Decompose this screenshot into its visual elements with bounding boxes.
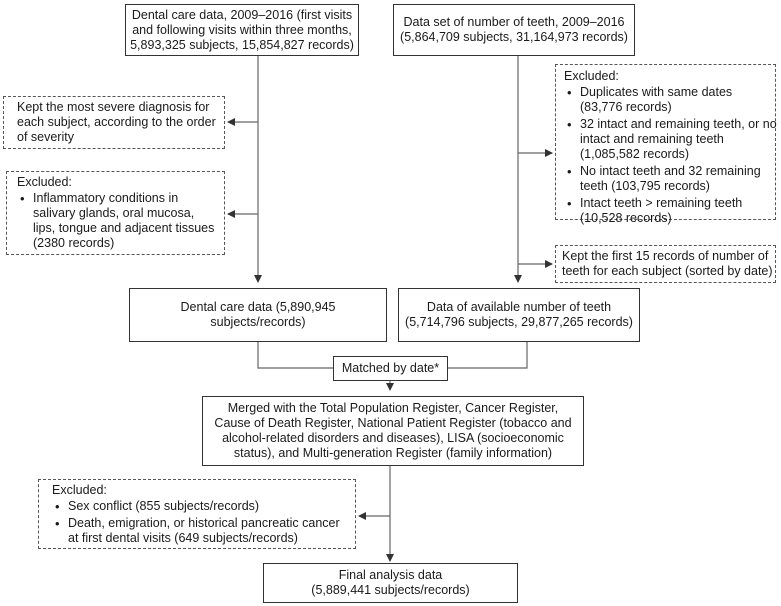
excluded-header: Excluded: [564, 69, 619, 83]
excluded-teeth-box: Excluded: Duplicates with same dates (83… [555, 64, 777, 225]
item-text-line: (1,085,582 records) [580, 147, 690, 161]
box-text-line: and following visits within three months… [132, 22, 352, 37]
list-item: Death, emigration, or historical pancrea… [55, 516, 349, 546]
item-text-line: Inflammatory conditions in [33, 191, 179, 205]
list-item: Duplicates with same dates (83,776 recor… [567, 85, 769, 115]
box-text-line: Merged with the Total Population Registe… [227, 401, 559, 415]
box-text-line: of severity [17, 130, 74, 144]
line-dental-result-to-matched [257, 341, 333, 369]
box-text-line: Kept the first 15 records of number of [562, 249, 769, 263]
item-text-line: salivary glands, oral mucosa, [33, 206, 195, 220]
excluded-list: Sex conflict (855 subjects/records) Deat… [52, 499, 349, 546]
box-text-line: teeth for each subject (sorted by date) [562, 264, 773, 278]
box-text-line: Data of available number of teeth [426, 300, 612, 314]
list-item: Inflammatory conditions in salivary glan… [20, 191, 218, 251]
box-text-line: each subject, according to the order [17, 115, 216, 129]
line-teeth-result-to-matched [448, 341, 528, 369]
box-text-line: status), and Multi-generation Register (… [233, 446, 553, 460]
box-text-line: Cause of Death Register, National Patien… [214, 416, 572, 430]
list-item: 32 intact and remaining teeth, or no int… [567, 117, 777, 162]
item-text-line: 32 intact and remaining teeth, or no [580, 117, 777, 131]
item-text-line: at first dental visits (649 subjects/rec… [68, 531, 298, 545]
excluded-inflammatory-box: Excluded: Inflammatory conditions in sal… [6, 171, 225, 255]
box-text-line: Dental care data (5,890,945 [180, 300, 336, 314]
item-text-line: (10,528 records) [580, 211, 672, 225]
box-text-line: alcohol-related disorders and diseases),… [222, 431, 564, 445]
item-text-line: No intact teeth and 32 remaining [580, 164, 761, 178]
box-text-line: Final analysis data [338, 568, 443, 582]
box-text-line: (5,714,796 subjects, 29,877,265 records) [405, 315, 633, 329]
kept-severe-box: Kept the most severe diagnosis for each … [3, 96, 225, 149]
box-text-line: Dental care data, 2009–2016 (first visit… [131, 7, 353, 22]
kept-first15-box: Kept the first 15 records of number of t… [555, 245, 776, 283]
merged-registers-box: Merged with the Total Population Registe… [202, 396, 584, 466]
box-text-line: (5,864,709 subjects, 31,164,973 records) [400, 30, 628, 44]
excluded-header: Excluded: [17, 175, 72, 189]
box-text-line: subjects/records) [210, 315, 306, 329]
box-text-line: Kept the most severe diagnosis for [17, 100, 210, 114]
item-text-line: (83,776 records) [580, 100, 672, 114]
box-text-line: 5,893,325 subjects, 15,854,827 records) [130, 37, 354, 52]
item-text-line: teeth (103,795 records) [580, 179, 710, 193]
list-item: Intact teeth > remaining teeth (10,528 r… [567, 196, 769, 226]
item-text-line: Sex conflict (855 subjects/records) [68, 499, 260, 513]
teeth-source-box: Data set of number of teeth, 2009–2016 (… [393, 4, 635, 56]
matched-by-date-box: Matched by date* [333, 356, 448, 381]
teeth-result-box: Data of available number of teeth (5,714… [398, 288, 640, 342]
list-item: Sex conflict (855 subjects/records) [55, 499, 349, 514]
excluded-final-box: Excluded: Sex conflict (855 subjects/rec… [38, 479, 356, 549]
item-text-line: Death, emigration, or historical pancrea… [68, 516, 340, 530]
list-item: No intact teeth and 32 remaining teeth (… [567, 164, 769, 194]
item-text-line: (2380 records) [33, 236, 115, 250]
excluded-list: Inflammatory conditions in salivary glan… [17, 191, 218, 251]
box-text-line: Matched by date* [341, 361, 440, 375]
excluded-list: Duplicates with same dates (83,776 recor… [564, 85, 777, 226]
item-text-line: lips, tongue and adjacent tissues [33, 221, 215, 235]
item-text-line: Duplicates with same dates [580, 85, 733, 99]
final-analysis-box: Final analysis data (5,889,441 subjects/… [263, 563, 518, 603]
dental-care-source-box: Dental care data, 2009–2016 (first visit… [125, 4, 359, 56]
item-text-line: intact and remaining teeth [580, 132, 724, 146]
box-text-line: (5,889,441 subjects/records) [311, 583, 470, 597]
item-text-line: Intact teeth > remaining teeth [580, 196, 743, 210]
excluded-header: Excluded: [52, 483, 107, 497]
dental-care-result-box: Dental care data (5,890,945 subjects/rec… [129, 288, 387, 342]
box-text-line: Data set of number of teeth, 2009–2016 [403, 15, 625, 29]
